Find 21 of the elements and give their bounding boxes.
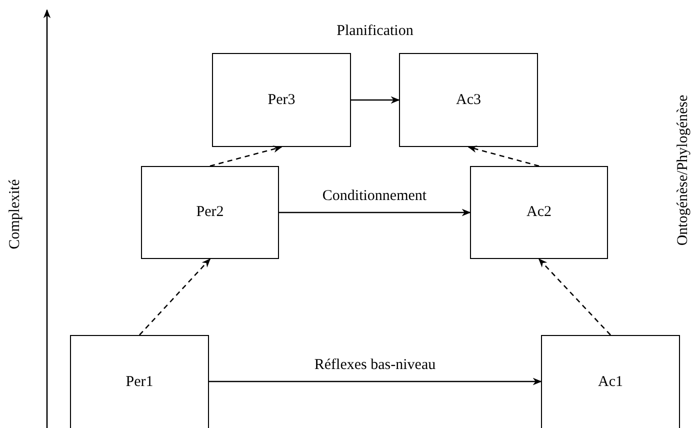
arrow bbox=[209, 378, 542, 386]
box-label: Ac2 bbox=[526, 203, 552, 222]
arrow bbox=[468, 146, 540, 167]
arrow bbox=[351, 96, 400, 104]
box-label: Per2 bbox=[196, 203, 224, 222]
box-label: Ac3 bbox=[456, 90, 481, 110]
process-box bbox=[70, 335, 209, 428]
arrow bbox=[210, 146, 282, 167]
axis-label: Complexité bbox=[6, 179, 24, 249]
box-label: Per3 bbox=[268, 90, 296, 110]
arrow bbox=[139, 258, 211, 336]
process-box bbox=[212, 53, 351, 147]
process-box bbox=[399, 53, 538, 147]
process-box bbox=[470, 166, 608, 259]
process-box bbox=[141, 166, 279, 259]
arrow bbox=[279, 208, 471, 216]
box-label: Ac1 bbox=[598, 373, 623, 392]
box-label: Per1 bbox=[126, 373, 154, 392]
process-box bbox=[541, 335, 680, 428]
axis-label: Ontogénèse/Phylogénèse bbox=[674, 94, 692, 246]
arrow bbox=[538, 258, 611, 336]
